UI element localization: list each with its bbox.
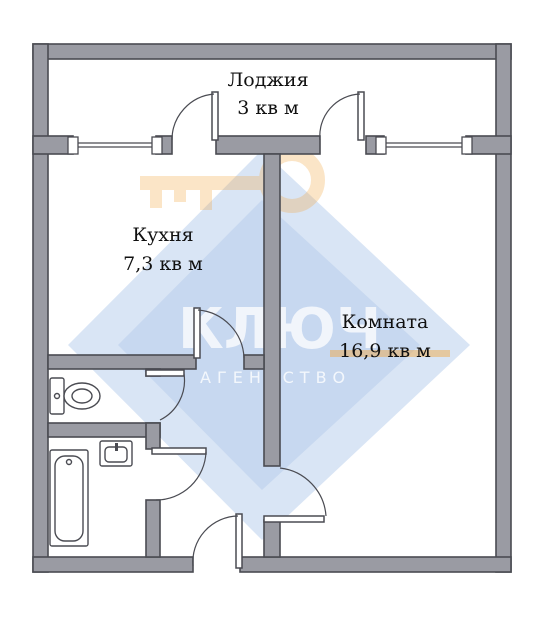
toilet-icon [49, 377, 101, 415]
kitchen-area: 7,3 кв м [123, 253, 203, 275]
loggia-name: Лоджия [227, 69, 308, 91]
outer-wall-right [495, 43, 512, 573]
kitchen-toilet-wall-right [243, 354, 265, 370]
room-name: Комната [342, 311, 429, 333]
door-room [263, 467, 327, 523]
bath-vertical-wall-lower [145, 499, 161, 558]
bath-vertical-wall-upper [145, 422, 161, 450]
door-kitchen-loggia [171, 91, 219, 141]
outer-wall-left [32, 43, 49, 573]
door-entrance [192, 513, 243, 569]
room-area: 16,9 кв м [339, 340, 431, 362]
loggia-wall-segment-5 [465, 135, 512, 155]
loggia-area: 3 кв м [237, 97, 299, 119]
loggia-wall-segment-1 [32, 135, 74, 155]
sink-icon [99, 440, 133, 467]
outer-wall-top [32, 43, 512, 60]
kitchen-name: Кухня [132, 224, 193, 246]
center-wall-lower [263, 519, 281, 558]
door-kitchen [193, 307, 245, 359]
door-toilet [145, 369, 186, 421]
center-wall-upper [263, 153, 281, 467]
outer-wall-bottom-left [32, 556, 194, 573]
watermark-orange-bar [330, 350, 450, 357]
window-frame-right [375, 136, 387, 155]
outer-wall-bottom-right [239, 556, 512, 573]
toilet-bath-wall [47, 422, 161, 438]
bathtub-icon [49, 449, 89, 547]
room-labels: Лоджия 3 кв м Кухня 7,3 кв м Комната 16,… [123, 69, 431, 362]
door-bathroom [151, 447, 207, 501]
doors [145, 91, 365, 569]
fixtures [49, 377, 133, 547]
door-room-loggia [319, 91, 365, 141]
kitchen-toilet-wall [47, 354, 197, 370]
window-frame-left-2 [151, 136, 163, 155]
windows [67, 136, 473, 155]
window-frame-right-2 [461, 136, 473, 155]
loggia-wall-segment-3 [215, 135, 321, 155]
window-frame-left [67, 136, 79, 155]
